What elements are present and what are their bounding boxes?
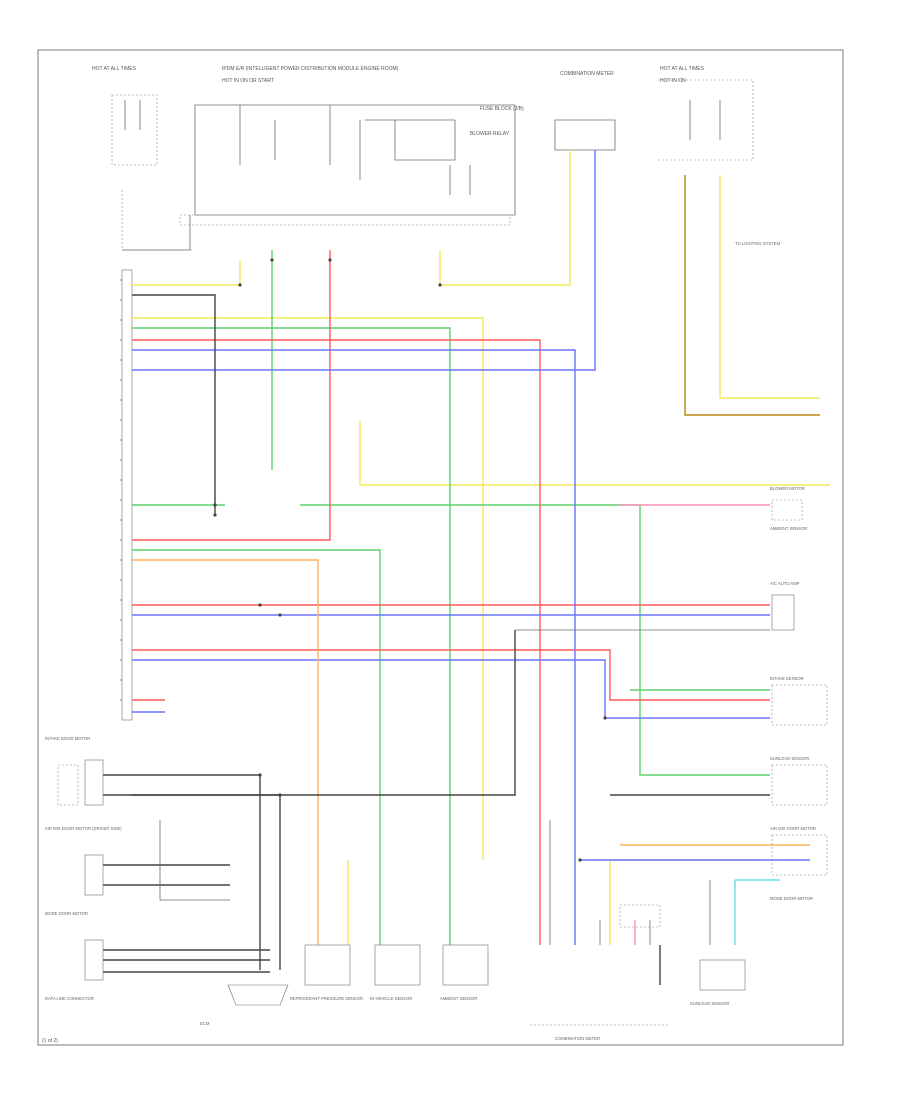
wire-black-6 (100, 949, 270, 973)
wire-red-1 (132, 250, 331, 541)
label-left-3: DATA LINK CONNECTOR (45, 996, 94, 1001)
right-labels: A/C AUTO AMP TO LIGHTING SYSTEM BLOWER M… (735, 241, 816, 901)
label-top-3: HOT AT ALL TIMES (660, 66, 705, 72)
wire-yellow-3 (132, 317, 484, 860)
wire-green-1 (132, 327, 451, 945)
label-bottom-2: AMBIENT SENSOR (440, 996, 477, 1001)
wire-black-2 (100, 774, 261, 970)
label-top-0: HOT AT ALL TIMES (92, 66, 137, 72)
signal-lines (122, 215, 770, 945)
wire-cyan-1 (734, 879, 780, 945)
label-bottom-5: ECM (200, 1021, 210, 1026)
label-right-0: A/C AUTO AMP (770, 581, 800, 586)
top-power-section (111, 79, 754, 251)
label-bottom-0: REFRIGERANT PRESSURE SENSOR (290, 996, 363, 1001)
label-bottom-4: COMBINATION METER (555, 1036, 600, 1041)
label-bottom-1: IN-VEHICLE SENSOR (370, 996, 412, 1001)
wire-yellow-2 (439, 150, 571, 286)
label-right-6: AIR MIX DOOR MOTOR (770, 826, 816, 831)
wire-green-3 (132, 504, 770, 776)
label-top-7: HOT IN ON (660, 78, 686, 84)
wire-red-2 (132, 339, 541, 945)
wire-black-7 (132, 630, 516, 796)
label-top-2: HOT IN ON OR START (222, 78, 274, 84)
wire-yellow-7 (609, 859, 760, 945)
label-left-1: AIR MIX DOOR MOTOR (DRIVER SIDE) (45, 826, 122, 831)
label-right-2: BLOWER MOTOR (770, 486, 805, 491)
label-top-4: FUSE BLOCK (J/B) (480, 106, 524, 112)
wire-yellow-4 (359, 420, 830, 486)
label-top-1: IPDM E/R (INTELLIGENT POWER DISTRIBUTION… (222, 66, 399, 72)
label-right-1: TO LIGHTING SYSTEM (735, 241, 781, 246)
wire-blue-1 (132, 150, 596, 371)
label-left-0: INTAKE DOOR MOTOR (45, 736, 90, 741)
label-left-2: MODE DOOR MOTOR (45, 911, 88, 916)
top-labels: HOT AT ALL TIMES IPDM E/R (INTELLIGENT P… (92, 66, 705, 137)
wire-green-4 (132, 549, 381, 945)
wire-brown-1 (684, 175, 820, 416)
wire-blue-2 (132, 349, 576, 945)
left-motors (57, 759, 104, 981)
label-bottom-3: SUNLOAD SENSOR (690, 1001, 729, 1006)
label-right-5: SUNLOAD SENSOR (770, 756, 809, 761)
label-right-7: MODE DOOR MOTOR (770, 896, 813, 901)
label-top-6: COMBINATION METER (560, 71, 614, 77)
wire-red-4 (132, 649, 770, 701)
label-right-3: AMBIENT SENSOR (770, 526, 807, 531)
diagram-frame (37, 49, 844, 1046)
wire-black-1 (132, 294, 216, 515)
wire-yellow-1 (132, 260, 241, 286)
harness-wires (100, 150, 830, 985)
label-right-4: INTAKE SENSOR (770, 676, 804, 681)
bottom-sensors (227, 904, 746, 1026)
wire-blue-4 (132, 659, 770, 719)
label-top-5: BLOWER RELAY (470, 131, 510, 137)
bottom-labels: REFRIGERANT PRESSURE SENSOR IN-VEHICLE S… (200, 996, 729, 1041)
wire-black-3 (100, 794, 281, 970)
footer-code: (1 of 2) (42, 1038, 58, 1044)
left-labels: INTAKE DOOR MOTOR AIR MIX DOOR MOTOR (DR… (45, 736, 122, 1001)
right-components (771, 499, 828, 876)
wire-yellow-6 (719, 175, 820, 399)
wire-orange-1 (132, 559, 319, 945)
splice-points (213, 258, 607, 862)
ac-auto-amp-connector (120, 269, 133, 721)
